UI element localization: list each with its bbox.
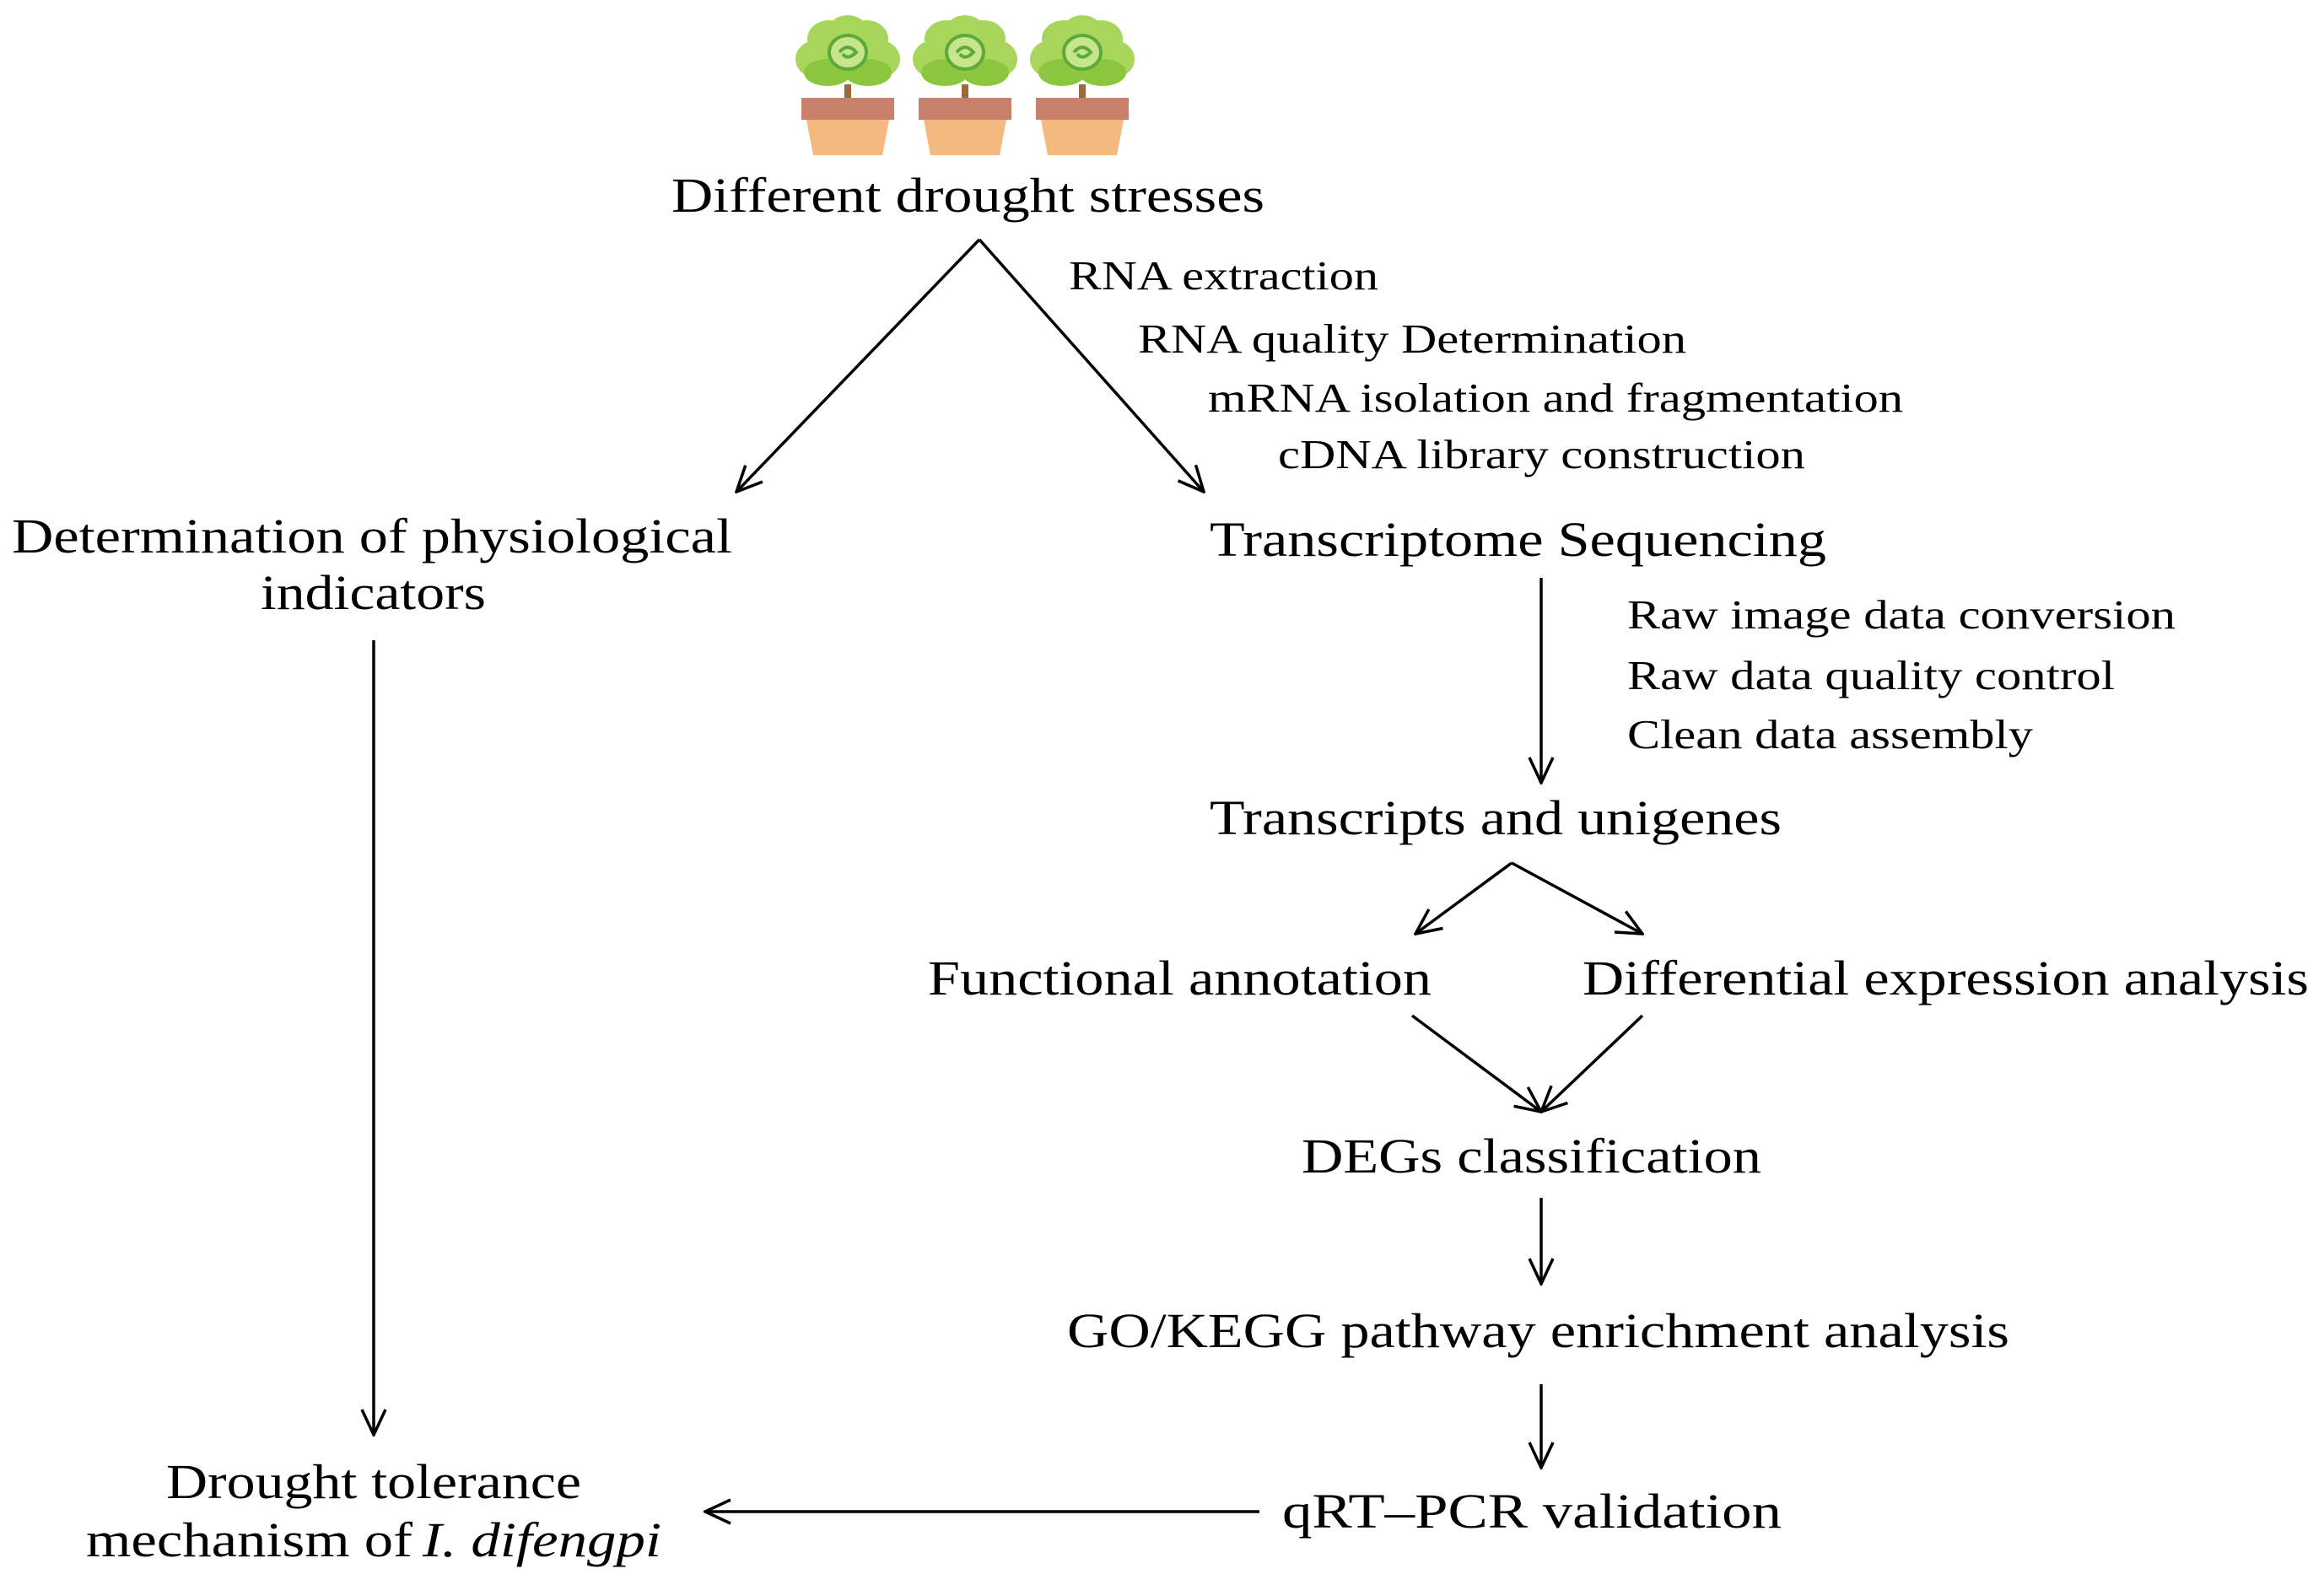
node-go-kegg-enrichment: GO/KEGG pathway enrichment analysis bbox=[1067, 1303, 2009, 1358]
potted-plant-icon bbox=[1028, 13, 1136, 157]
node-qrt-pcr-validation: qRT–PCR validation bbox=[1282, 1484, 1782, 1539]
step-mrna-isolation: mRNA isolation and fragmentation bbox=[1208, 375, 1903, 421]
step-clean-data-assembly: Clean data assembly bbox=[1627, 711, 2034, 757]
arrow-differential-to-degs bbox=[1541, 1014, 1644, 1112]
node-physiology-line2: indicators bbox=[261, 565, 486, 620]
step-rna-extraction: RNA extraction bbox=[1069, 252, 1378, 299]
arrow-transcripts-to-annotation bbox=[1415, 861, 1513, 934]
arrow-stress-to-physiology bbox=[736, 238, 981, 492]
potted-plant-icon bbox=[911, 13, 1019, 157]
arrow-stress-to-sequencing bbox=[978, 238, 1204, 492]
step-raw-image-conversion: Raw image data conversion bbox=[1627, 591, 2176, 638]
node-transcripts-unigenes: Transcripts and unigenes bbox=[1210, 790, 1782, 845]
node-transcriptome-sequencing: Transcriptome Sequencing bbox=[1210, 512, 1826, 567]
node-physiology-line1: Determination of physiological bbox=[12, 509, 732, 563]
step-raw-data-qc: Raw data quality control bbox=[1627, 652, 2115, 698]
node-mechanism-line1: Drought tolerance bbox=[166, 1454, 581, 1509]
node-drought-stresses: Different drought stresses bbox=[671, 168, 1264, 223]
node-mechanism-line2-prefix: mechanism of bbox=[86, 1512, 413, 1567]
node-degs-classification: DEGs classification bbox=[1302, 1129, 1761, 1183]
step-rna-quality: RNA quality Determination bbox=[1138, 315, 1686, 362]
node-differential-expression: Differential expression analysis bbox=[1583, 951, 2309, 1005]
node-mechanism-species: I. difengpi bbox=[422, 1512, 661, 1567]
node-functional-annotation: Functional annotation bbox=[928, 951, 1432, 1005]
potted-plant-icon bbox=[794, 13, 902, 157]
arrow-transcripts-to-differential bbox=[1511, 861, 1642, 934]
step-cdna-library: cDNA library construction bbox=[1278, 431, 1805, 477]
arrow-annotation-to-degs bbox=[1410, 1014, 1541, 1112]
